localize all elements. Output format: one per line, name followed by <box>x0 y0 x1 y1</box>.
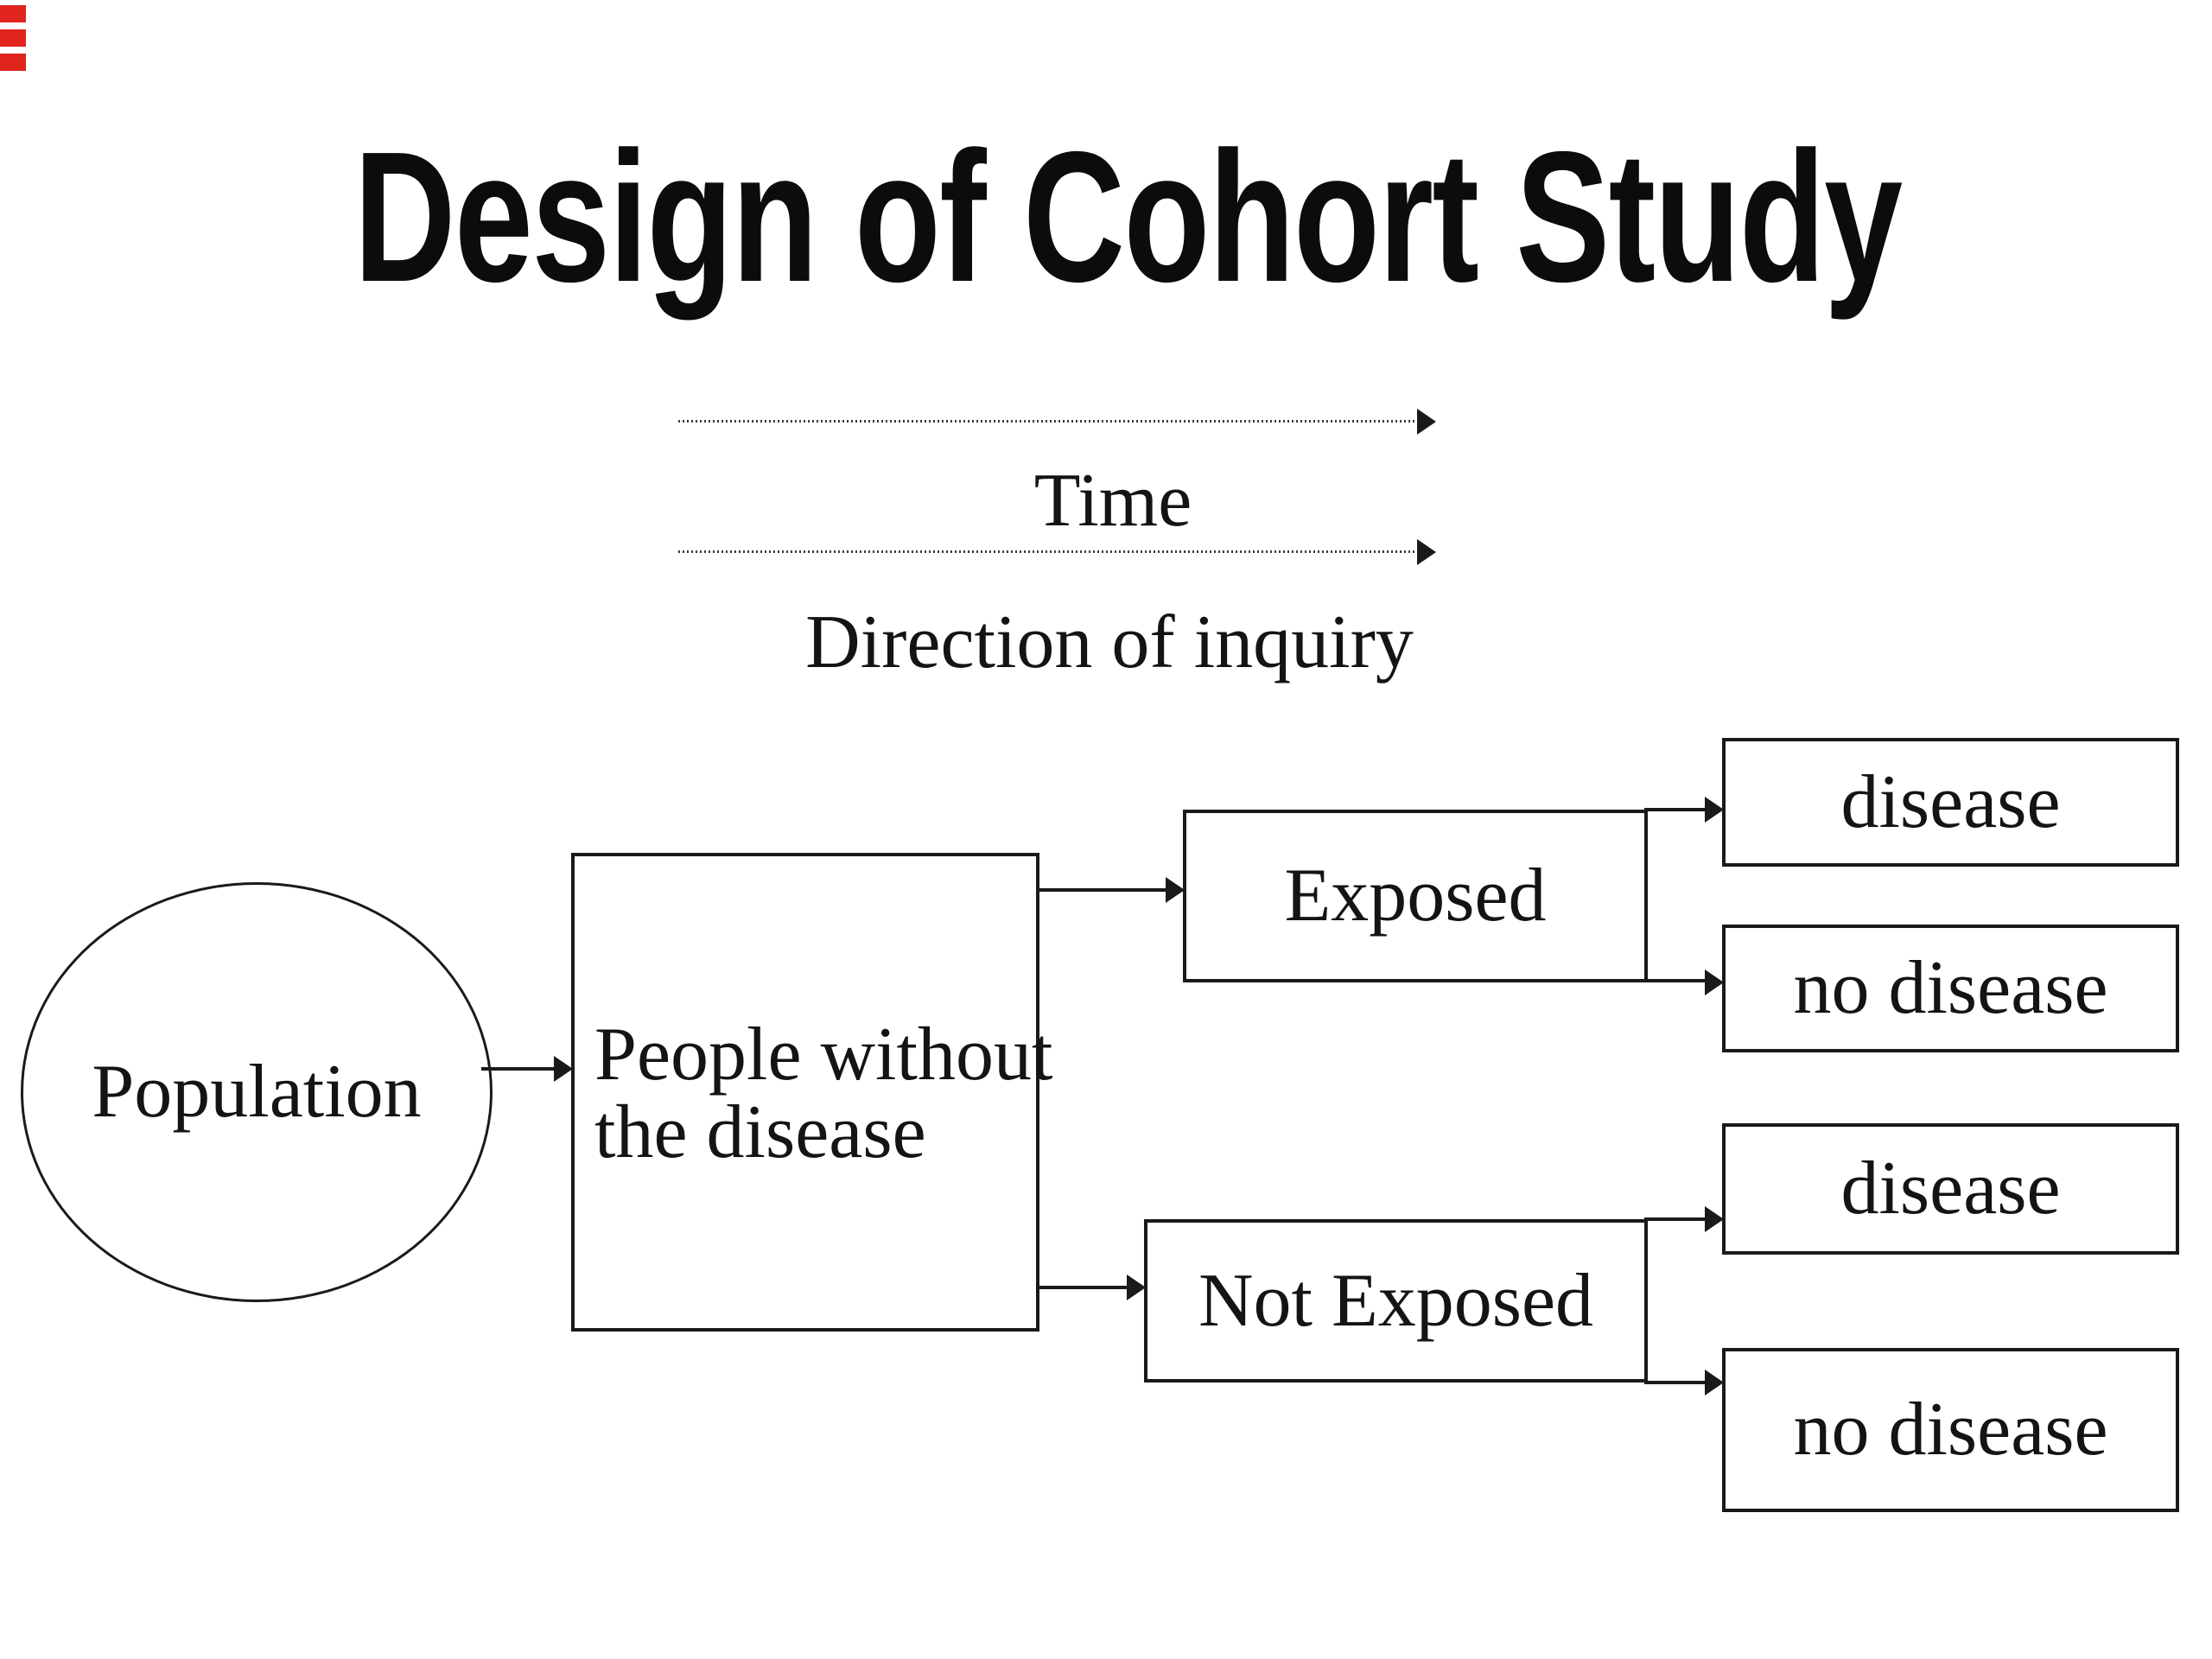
exposed-box: Exposed <box>1183 810 1648 982</box>
arrow-cohort-exposed-head-icon <box>1166 877 1185 903</box>
cohort-box <box>571 853 1039 1332</box>
slide-title: Design of Cohort Study <box>353 112 1903 321</box>
arrow-exposed-disease-head-icon <box>1705 797 1724 823</box>
time-label: Time <box>1033 459 1192 543</box>
time-dotted-line <box>678 420 1417 423</box>
direction-of-inquiry-label: Direction of inquiry <box>805 601 1414 684</box>
arrow-cohort-notexposed-head-icon <box>1127 1274 1146 1300</box>
population-ellipse: Population <box>21 882 493 1302</box>
cohort-label: People without the disease <box>594 1013 1053 1174</box>
exposed-disease-label: disease <box>1840 760 2061 844</box>
red-mark-icon <box>0 54 26 71</box>
arrow-population-cohort-line <box>481 1067 554 1071</box>
arrow-exposed-nodisease-line <box>1644 979 1705 982</box>
time-arrowhead-icon <box>1417 409 1436 435</box>
arrow-notexposed-nodisease-line <box>1644 1381 1705 1384</box>
notexposed-nodisease-label: no disease <box>1793 1388 2108 1472</box>
arrow-cohort-exposed-line <box>1039 888 1166 892</box>
arrow-notexposed-disease-line <box>1644 1217 1705 1221</box>
inquiry-arrowhead-icon <box>1417 539 1436 565</box>
notexposed-nodisease-box: no disease <box>1722 1348 2179 1512</box>
arrow-notexposed-disease-head-icon <box>1705 1206 1724 1232</box>
exposed-nodisease-label: no disease <box>1793 946 2108 1031</box>
inquiry-dotted-line <box>678 550 1417 553</box>
notexposed-disease-box: disease <box>1722 1123 2179 1255</box>
exposed-label: Exposed <box>1284 854 1547 938</box>
arrow-cohort-notexposed-line <box>1039 1286 1127 1289</box>
exposed-disease-box: disease <box>1722 738 2179 867</box>
red-mark-icon <box>0 29 26 47</box>
arrow-population-cohort-head-icon <box>554 1056 573 1082</box>
arrow-exposed-nodisease-head-icon <box>1705 969 1724 995</box>
notexposed-disease-label: disease <box>1840 1147 2061 1231</box>
arrow-exposed-disease-line <box>1644 808 1705 811</box>
exposed-nodisease-box: no disease <box>1722 925 2179 1052</box>
not-exposed-label: Not Exposed <box>1198 1258 1594 1343</box>
red-mark-icon <box>0 5 26 22</box>
not-exposed-box: Not Exposed <box>1144 1219 1648 1382</box>
population-label: Population <box>92 1050 422 1135</box>
arrow-notexposed-nodisease-head-icon <box>1705 1370 1724 1395</box>
